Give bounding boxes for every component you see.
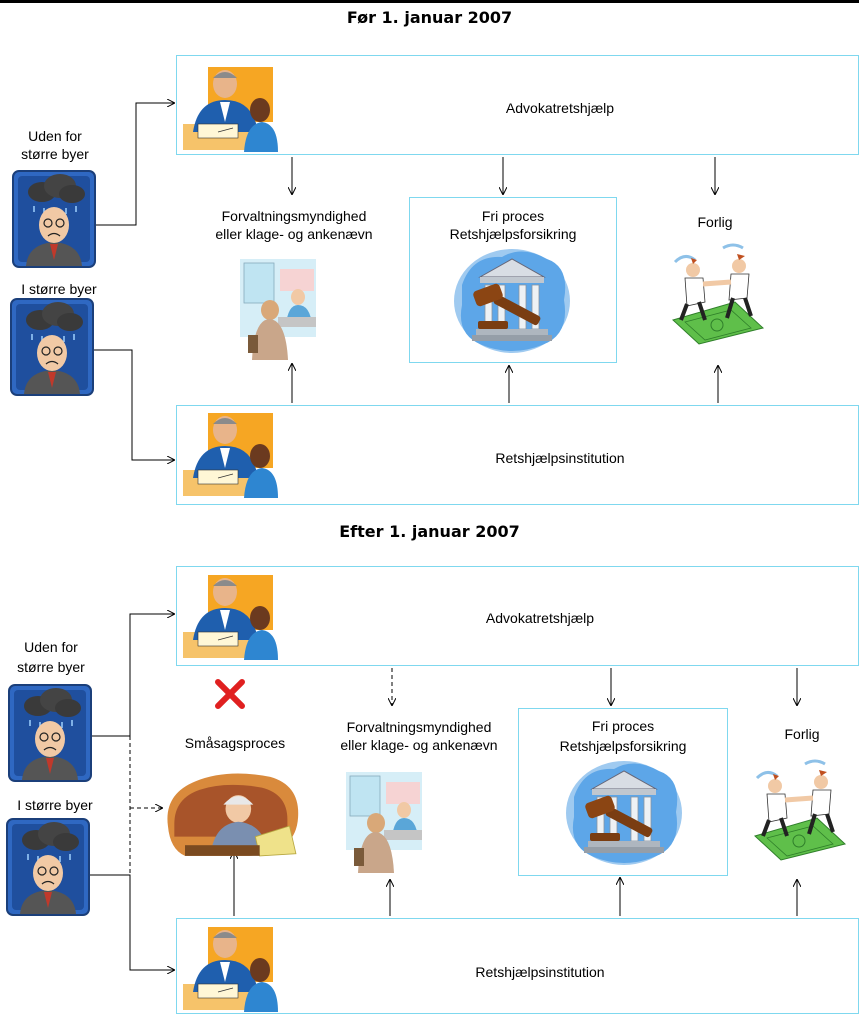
- after-admin-label-2: eller klage- og ankenævn: [340, 737, 498, 753]
- after-free-label-1: Fri proces: [591, 718, 655, 734]
- after-city-label: I større byer: [17, 797, 93, 813]
- lawyer-icon: [178, 570, 278, 660]
- cross-icon: [215, 679, 245, 709]
- after-lawyer-box: [176, 566, 859, 666]
- courthouse-gavel-icon: [564, 757, 684, 867]
- after-settlement-label: Forlig: [784, 726, 820, 742]
- before-lawyer-box: [176, 55, 859, 155]
- before-institution-label: Retshjælpsinstitution: [495, 450, 625, 466]
- after-admin-label-1: Forvaltningsmyndighed: [346, 719, 492, 735]
- after-small-claims-label: Småsagsproces: [184, 735, 286, 751]
- before-free-label-2: Retshjælpsforsikring: [449, 226, 577, 242]
- after-institution-label: Retshjælpsinstitution: [475, 964, 605, 980]
- after-title: Efter 1. januar 2007: [339, 522, 520, 541]
- after-outside-label-2: større byer: [17, 659, 85, 675]
- before-admin-label-1: Forvaltningsmyndighed: [221, 208, 367, 224]
- before-city-label: I større byer: [21, 281, 97, 297]
- sad-person-icon: [8, 684, 92, 782]
- after-institution-box: [176, 918, 859, 1014]
- before-title: Før 1. januar 2007: [346, 8, 513, 27]
- lawyer-icon: [178, 922, 278, 1012]
- after-lawyer-label: Advokatretshjælp: [485, 610, 595, 626]
- office-icon: [344, 768, 424, 873]
- handshake-icon: [747, 756, 847, 861]
- before-institution-box: [176, 405, 859, 505]
- before-admin-label-2: eller klage- og ankenævn: [215, 226, 373, 242]
- sad-person-icon: [6, 818, 90, 916]
- before-free-label-1: Fri proces: [481, 208, 545, 224]
- judge-icon: [163, 762, 303, 858]
- before-lawyer-label: Advokatretshjælp: [505, 100, 615, 116]
- after-free-label-2: Retshjælpsforsikring: [559, 738, 687, 754]
- top-rule: [0, 0, 859, 3]
- before-settlement-label: Forlig: [697, 214, 733, 230]
- after-outside-label-1: Uden for: [24, 639, 78, 655]
- before-outside-label-1: Uden for: [28, 128, 82, 144]
- before-outside-label-2: større byer: [21, 146, 89, 162]
